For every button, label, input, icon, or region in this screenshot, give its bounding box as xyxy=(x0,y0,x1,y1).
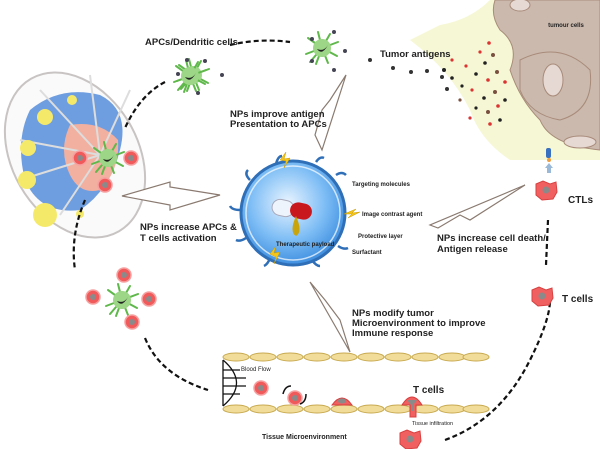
np-activation-label-1: NPs increase APCs & xyxy=(140,222,237,233)
t-cells-vessel-label: T cells xyxy=(413,385,445,396)
capsule-icon xyxy=(271,198,312,220)
nanoparticle-legend: Targeting molecules Image contrast agent… xyxy=(352,182,422,256)
np-death-label-2: Antigen release xyxy=(437,244,508,255)
blood-vessel: Blood Flow T cells Tissue infiltration T… xyxy=(222,352,490,449)
payload-label: Therapeutic payload xyxy=(276,242,335,248)
apcs-label: APCs/Dendritic cells xyxy=(145,37,238,48)
np-activation-label-2: T cells activation xyxy=(140,233,217,244)
dendritic-cell-2 xyxy=(305,30,347,72)
surfactant-label: Surfactant xyxy=(352,250,382,256)
t-cells-right-label: T cells xyxy=(562,294,594,305)
tissue-microenvironment-label: Tissue Microenvironment xyxy=(262,434,347,441)
np-death-label-1: NPs increase cell death/ xyxy=(437,233,546,244)
np-tme-label-2: Microenvironment to improve xyxy=(352,318,486,329)
cycle-arrows xyxy=(72,39,552,442)
hollow-arrows xyxy=(121,74,526,353)
np-antigen-label-2: Presentation to APCs xyxy=(230,119,327,130)
tumour-cells-label: tumour cells xyxy=(548,23,584,29)
payload-drop-icon xyxy=(292,216,300,236)
ctl-cell: CTLs xyxy=(535,148,593,206)
apc-tcell-cluster xyxy=(85,267,157,330)
tissue-infiltration-label: Tissue infiltration xyxy=(412,421,453,427)
np-tme-label-1: NPs modify tumor xyxy=(352,308,434,319)
np-antigen-label-1: NPs improve antigen xyxy=(230,109,325,120)
np-tme-label-3: Immune response xyxy=(352,328,433,339)
tumor-tissue: tumour cells xyxy=(368,0,600,160)
protective-label: Protective layer xyxy=(358,234,403,240)
lymph-node xyxy=(3,71,147,239)
nanoparticle: Therapeutic payload xyxy=(228,151,361,268)
flow-profile xyxy=(222,359,246,407)
t-cell-right: T cells xyxy=(531,286,594,307)
ctls-label: CTLs xyxy=(568,195,593,206)
dendritic-cell-1 xyxy=(173,58,224,95)
blood-flow-label: Blood Flow xyxy=(241,367,271,373)
targeting-label: Targeting molecules xyxy=(352,182,411,188)
tumor-antigens-label: Tumor antigens xyxy=(380,49,451,60)
contrast-label: Image contrast agent xyxy=(362,212,422,218)
